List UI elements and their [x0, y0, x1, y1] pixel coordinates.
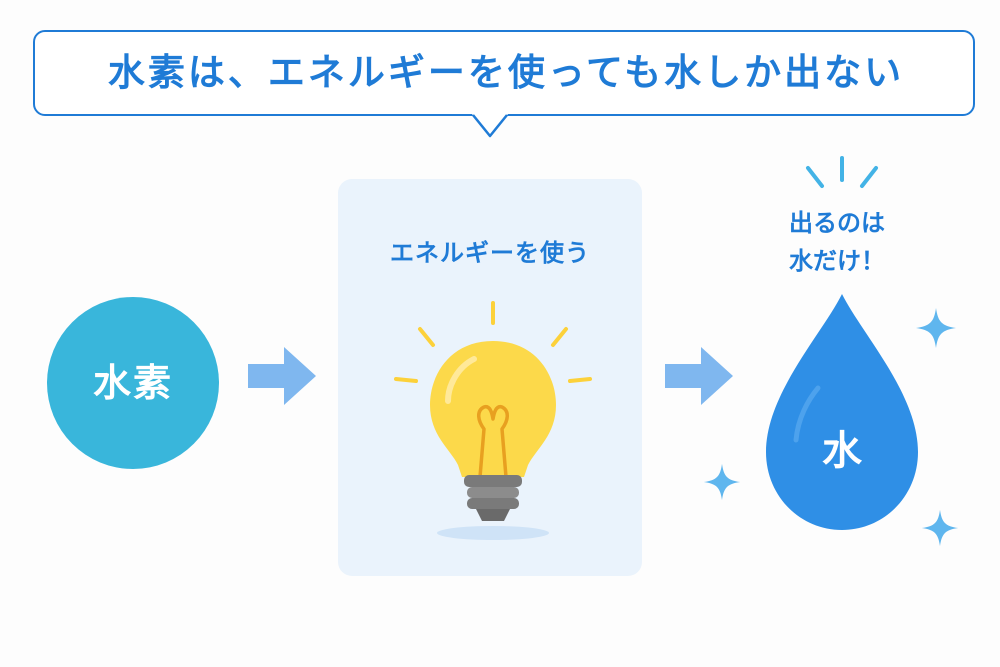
- energy-panel: エネルギーを使う: [338, 179, 642, 576]
- arrow-right-icon: [248, 347, 316, 405]
- water-label: 水: [822, 428, 862, 474]
- water-drop-icon: [766, 294, 918, 530]
- light-rays: [394, 301, 592, 383]
- sparkle-icon: [703, 463, 741, 501]
- arrow-right-icon: [665, 347, 733, 405]
- bubble-tail: [472, 114, 508, 138]
- burst-rays-icon: [806, 156, 878, 188]
- sparkle-icon: [921, 509, 959, 547]
- title-bubble: 水素は、エネルギーを使っても水しか出ない: [33, 30, 975, 116]
- water-caption-line2: 水だけ！: [789, 247, 885, 275]
- hydrogen-label: 水素: [92, 361, 173, 405]
- sparkle-icon: [916, 308, 956, 348]
- hydrogen-circle: 水素: [47, 297, 219, 469]
- water-caption: 出るのは 水だけ！: [752, 204, 922, 280]
- water-caption-line1: 出るのは: [789, 209, 885, 237]
- energy-label: エネルギーを使う: [390, 239, 590, 267]
- title-text: 水素は、エネルギーを使っても水しか出ない: [107, 51, 905, 94]
- lightbulb-icon: [394, 301, 592, 540]
